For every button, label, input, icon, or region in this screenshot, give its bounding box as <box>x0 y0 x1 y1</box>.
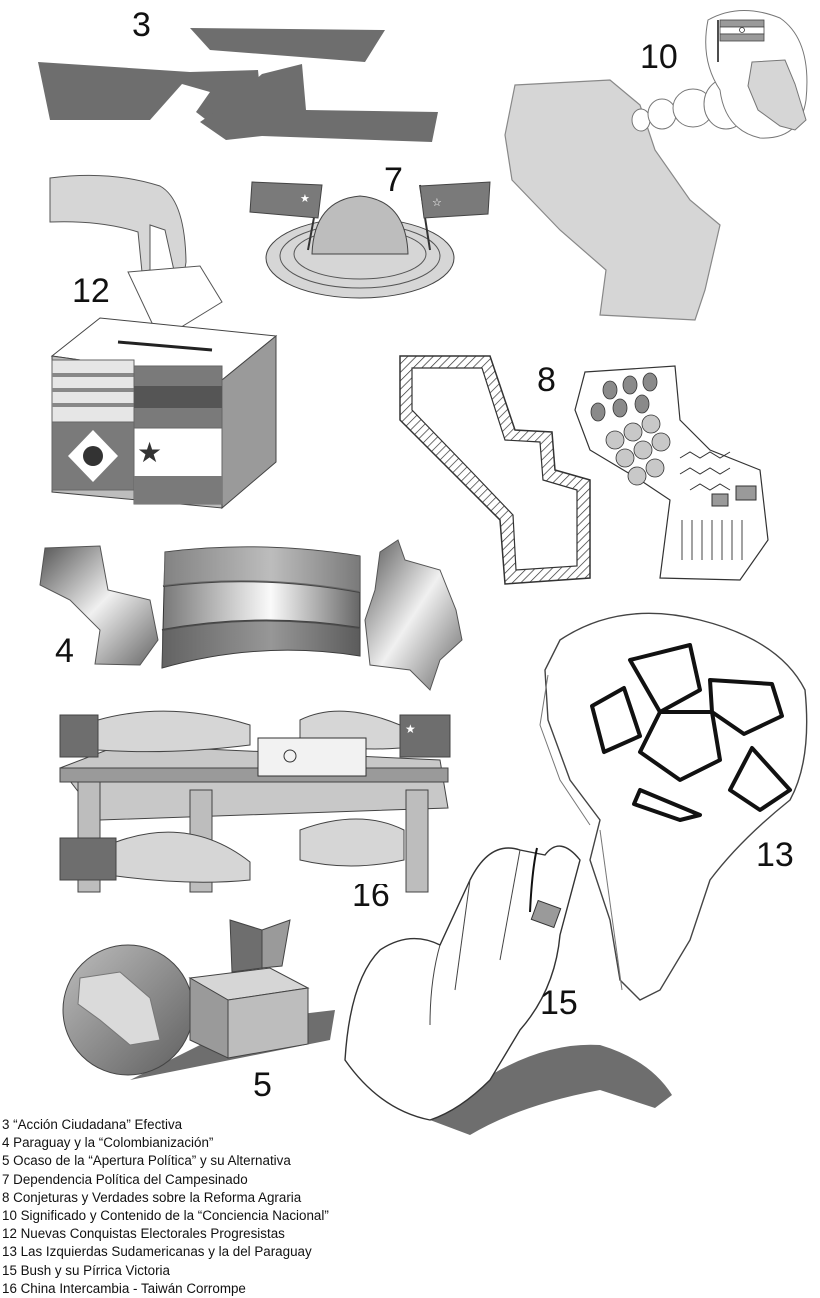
illustration-number-4: 4 <box>55 632 74 670</box>
illustration-number-15: 15 <box>540 984 578 1022</box>
caption-item: 5 Ocaso de la “Apertura Política” y su A… <box>2 1153 291 1169</box>
map-outline-agrarian-icon <box>399 355 769 585</box>
illustration-number-8: 8 <box>537 361 556 399</box>
table-under-the-table-icon: ★ <box>59 710 451 893</box>
caption-item: 15 Bush y su Pírrica Victoria <box>2 1262 170 1278</box>
illustration-number-16: 16 <box>352 876 390 914</box>
clasped-hands-icon <box>38 28 438 142</box>
caption-item: 3 “Acción Ciudadana” Efectiva <box>2 1117 183 1132</box>
caption-list: 3 “Acción Ciudadana” Efectiva 4 Paraguay… <box>2 1116 329 1298</box>
caption-item: 7 Dependencia Política del Campesinado <box>2 1171 248 1187</box>
illustration-number-12: 12 <box>72 272 110 310</box>
peasant-hat-flags-icon: ★ ☆ <box>249 181 491 299</box>
illustration-number-13: 13 <box>756 836 794 874</box>
caption-item: 16 China Intercambia - Taiwán Corrompe <box>2 1280 246 1296</box>
globe-ballot-box-icon <box>62 919 335 1080</box>
illustration-number-3: 3 <box>132 6 151 44</box>
caption-item: 8 Conjeturas y Verdades sobre la Reforma… <box>2 1189 302 1205</box>
caption-item: 4 Paraguay y la “Colombianización” <box>2 1135 214 1151</box>
caption-item: 12 Nuevas Conquistas Electorales Progres… <box>2 1226 285 1242</box>
svg-text:☆: ☆ <box>432 196 442 209</box>
illustration-number-7: 7 <box>384 161 403 199</box>
illustration-number-5: 5 <box>253 1066 272 1104</box>
thought-bubble-map-icon <box>504 9 808 321</box>
svg-text:★: ★ <box>300 192 310 205</box>
hands-over-continent-icon <box>539 612 808 1001</box>
caption-item: 13 Las Izquierdas Sudamericanas y la del… <box>2 1244 312 1260</box>
ballot-box-flags-icon: ★ <box>49 174 278 510</box>
svg-text:★: ★ <box>137 436 162 469</box>
flag-between-maps-icon <box>39 539 463 691</box>
victory-hand-icon <box>344 845 672 1135</box>
caption-item: 10 Significado y Contenido de la “Concie… <box>2 1208 329 1224</box>
svg-text:★: ★ <box>405 722 416 736</box>
illustration-number-10: 10 <box>640 38 678 76</box>
